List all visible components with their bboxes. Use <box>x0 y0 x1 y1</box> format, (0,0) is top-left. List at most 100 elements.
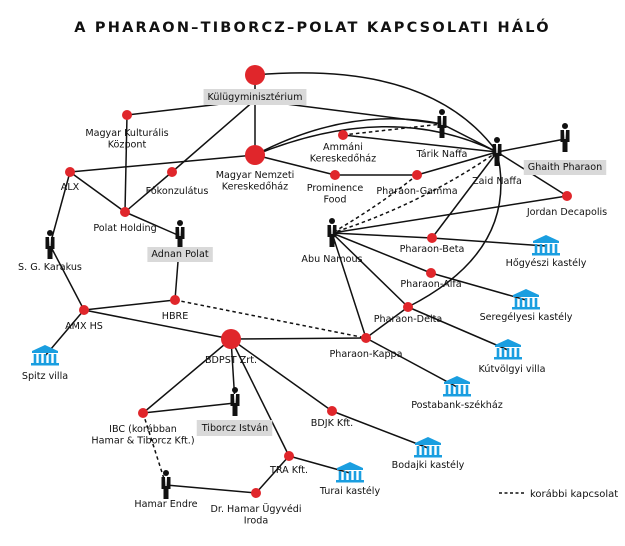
node-alx[interactable] <box>65 167 75 177</box>
node-abu[interactable] <box>327 218 337 247</box>
label-hamar: Hamar Endre <box>134 499 197 510</box>
node-ghaith[interactable] <box>560 123 570 152</box>
edge-amx-hbre <box>83 299 176 311</box>
node-ammani[interactable] <box>338 130 348 140</box>
person-icon <box>45 230 55 259</box>
person-icon <box>492 137 502 166</box>
edge-tra-turai <box>288 455 351 474</box>
node-turai[interactable] <box>336 462 364 483</box>
node-tarik[interactable] <box>437 109 447 138</box>
company-marker-icon <box>221 329 241 349</box>
company-marker-icon <box>138 408 148 418</box>
node-tiborcz[interactable] <box>230 387 240 416</box>
node-pdelta[interactable] <box>403 302 413 312</box>
node-amx[interactable] <box>79 305 89 315</box>
node-spitz[interactable] <box>31 345 59 366</box>
label-pdelta: Pharaon-Delta <box>374 314 443 325</box>
node-nemzeti[interactable] <box>245 145 265 165</box>
node-pgamma[interactable] <box>412 170 422 180</box>
company-marker-icon <box>327 406 337 416</box>
edge-amx-bdpst <box>83 309 232 340</box>
label-bdjk: BDJK Kft. <box>311 418 353 429</box>
building-icon <box>494 339 522 360</box>
node-pkappa[interactable] <box>361 333 371 343</box>
node-prominence[interactable] <box>330 170 340 180</box>
building-icon <box>443 376 471 397</box>
edge-bdpst-tra <box>230 338 290 457</box>
label-turai: Turai kastély <box>319 485 381 497</box>
node-drhamar[interactable] <box>251 488 261 498</box>
label-bodajki: Bodajki kastély <box>392 459 465 471</box>
label-amx: AMX HS <box>65 321 103 332</box>
edge-nemzeti-zaid <box>254 126 498 156</box>
edge-nemzeti-tarik <box>254 118 443 156</box>
node-kutvolgyi[interactable] <box>494 339 522 360</box>
edge-ammani-zaid <box>342 134 498 153</box>
node-kulturalis[interactable] <box>122 110 132 120</box>
node-adnan[interactable] <box>175 220 185 249</box>
node-bodajki[interactable] <box>414 437 442 458</box>
edge-pgamma-zaid <box>416 151 498 176</box>
edge-zaid-pdelta <box>407 151 502 308</box>
edge-nemzeti-prominence <box>254 154 336 176</box>
node-fokonzul[interactable] <box>167 167 177 177</box>
building-icon <box>336 462 364 483</box>
edge-polatholding-adnan <box>124 211 181 237</box>
label-hogyeszi: Hőgyészi kastély <box>506 257 587 269</box>
edge-pgamma-abu <box>331 174 418 234</box>
person-icon <box>230 387 240 416</box>
node-pbeta[interactable] <box>427 233 437 243</box>
label-polatholding: Polat Holding <box>93 223 156 234</box>
company-marker-icon <box>65 167 75 177</box>
node-topnode[interactable] <box>245 65 265 85</box>
node-hamar[interactable] <box>161 470 171 499</box>
edge-kulturalis-polatholding <box>124 114 128 213</box>
node-ibc[interactable] <box>138 408 148 418</box>
edges-layer <box>44 72 568 494</box>
label-tiborcz: Tiborcz István <box>201 422 269 434</box>
edge-pdelta-pkappa <box>365 306 409 339</box>
node-polatholding[interactable] <box>120 207 130 217</box>
building-icon <box>414 437 442 458</box>
edge-tra-drhamar <box>255 455 290 494</box>
label-alx: ALX <box>61 182 80 193</box>
edge-zaid-abu <box>331 151 498 234</box>
edge-nemzeti-alx <box>69 154 256 173</box>
label-pkappa: Pharaon-Kappa <box>329 349 402 360</box>
edge-palfa-seregelyesi <box>430 272 527 301</box>
edge-abu-pbeta <box>331 232 433 239</box>
node-karakus[interactable] <box>45 230 55 259</box>
node-bdpst[interactable] <box>221 329 241 349</box>
company-marker-icon <box>167 167 177 177</box>
edge-bdpst-pkappa <box>230 337 367 340</box>
person-icon <box>560 123 570 152</box>
company-marker-icon <box>79 305 89 315</box>
node-palfa[interactable] <box>426 268 436 278</box>
node-bdjk[interactable] <box>327 406 337 416</box>
person-icon <box>175 220 185 249</box>
node-zaid[interactable] <box>492 137 502 166</box>
company-marker-icon <box>170 295 180 305</box>
label-palfa: Pharaon-Alfa <box>400 279 461 290</box>
node-jordan[interactable] <box>562 191 572 201</box>
node-hbre[interactable] <box>170 295 180 305</box>
edge-drhamar-hamar <box>165 484 257 494</box>
person-icon <box>437 109 447 138</box>
edge-hbre-pkappa <box>174 299 367 339</box>
page-title: A PHARAON–TIBORCZ–POLAT KAPCSOLATI HÁLÓ <box>74 20 551 36</box>
label-jordan: Jordan Decapolis <box>526 207 607 218</box>
label-box-tiborcz <box>196 420 273 436</box>
building-icon <box>31 345 59 366</box>
building-icon <box>512 289 540 310</box>
node-hogyeszi[interactable] <box>532 235 560 256</box>
label-seregelyesi: Seregélyesi kastély <box>480 311 573 323</box>
node-tra[interactable] <box>284 451 294 461</box>
node-seregelyesi[interactable] <box>512 289 540 310</box>
edge-tarik-zaid <box>441 123 498 153</box>
node-postabank[interactable] <box>443 376 471 397</box>
company-marker-icon <box>245 145 265 165</box>
